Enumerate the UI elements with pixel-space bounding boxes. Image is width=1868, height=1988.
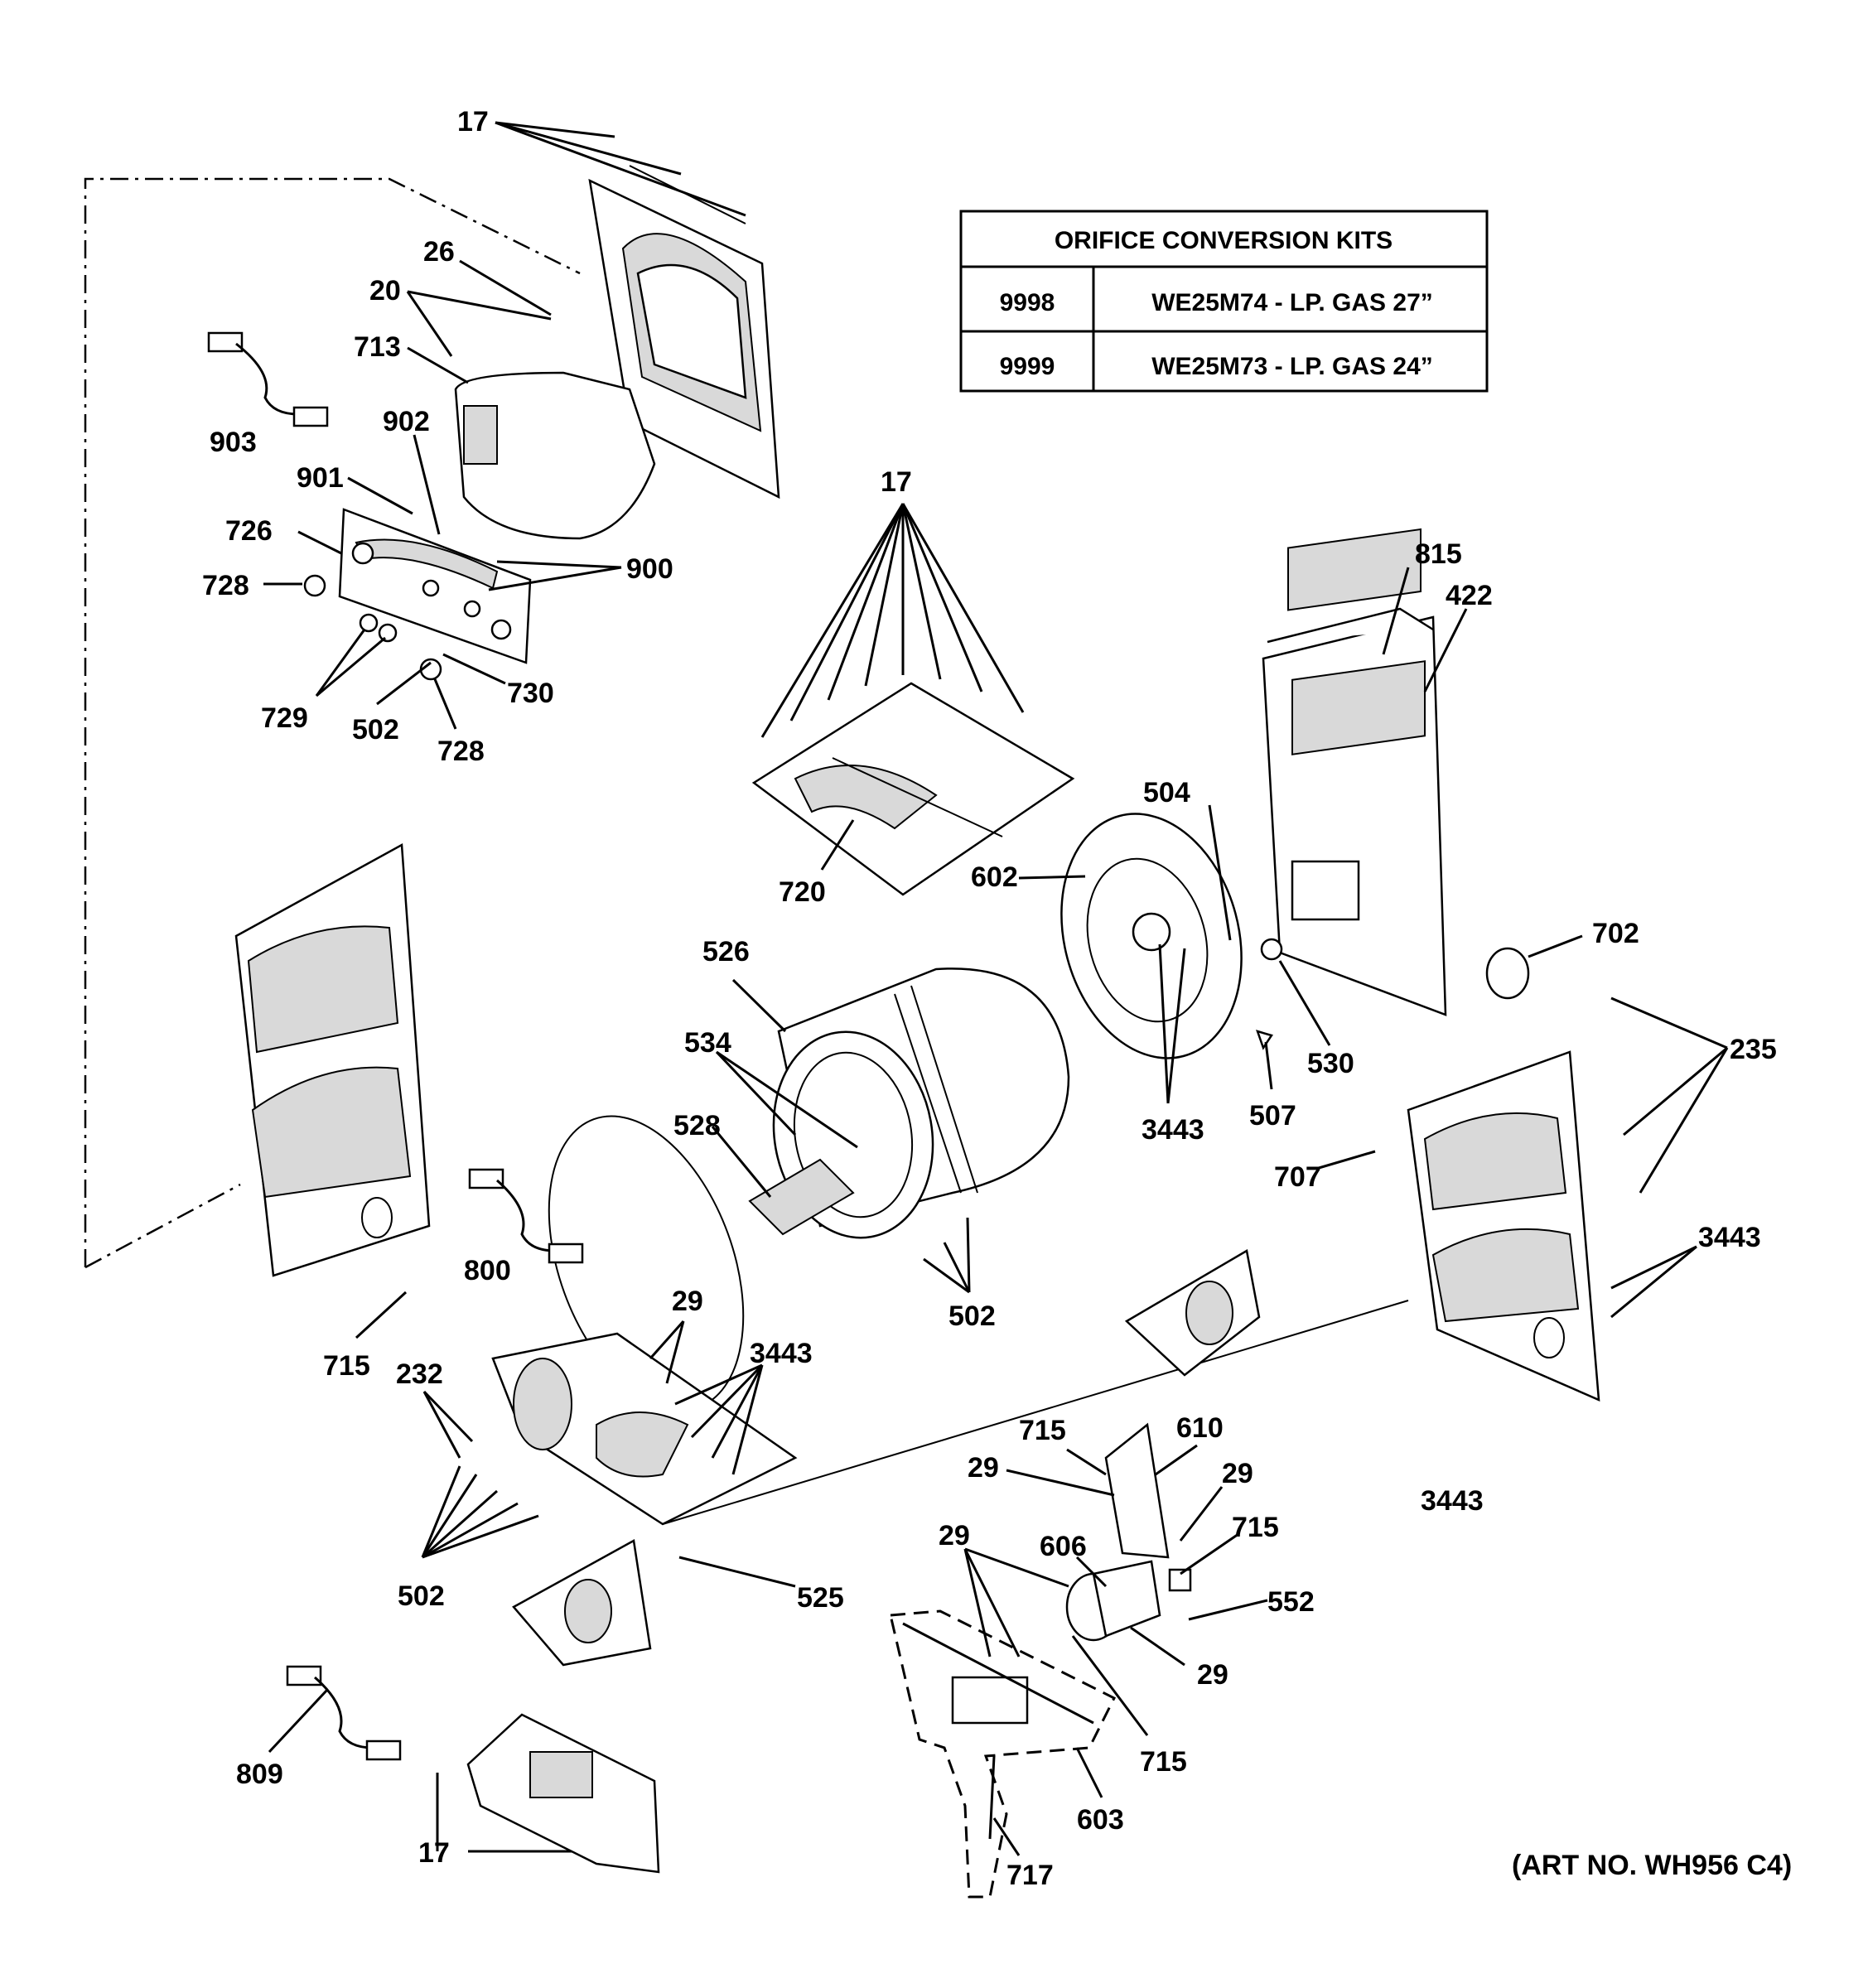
callout-232: 232 bbox=[396, 1358, 443, 1390]
callout-717: 717 bbox=[1006, 1860, 1054, 1891]
table-title: ORIFICE CONVERSION KITS bbox=[1055, 227, 1393, 254]
callout-26: 26 bbox=[423, 236, 455, 268]
boundary-lines bbox=[84, 177, 581, 1269]
callout-422: 422 bbox=[1446, 580, 1493, 611]
callout-528: 528 bbox=[673, 1110, 721, 1141]
callout-603: 603 bbox=[1077, 1804, 1124, 1836]
rear-panel bbox=[1262, 528, 1447, 1016]
drum bbox=[748, 967, 1070, 1239]
leader-lines bbox=[263, 121, 1729, 1856]
rear-bulkhead bbox=[1060, 813, 1243, 1059]
base-assembly bbox=[491, 1300, 1409, 1526]
art-number: (ART NO. WH956 C4) bbox=[1512, 1850, 1792, 1881]
callout-602: 602 bbox=[971, 861, 1018, 893]
callout-715: 715 bbox=[1232, 1512, 1279, 1543]
callout-707: 707 bbox=[1274, 1161, 1321, 1193]
callout-17: 17 bbox=[881, 466, 912, 498]
callout-901: 901 bbox=[297, 462, 344, 494]
top-panel bbox=[751, 682, 1075, 896]
callout-17: 17 bbox=[457, 106, 489, 138]
callout-29: 29 bbox=[968, 1452, 999, 1484]
callout-20: 20 bbox=[369, 275, 401, 306]
callout-713: 713 bbox=[354, 331, 401, 363]
front-bracket-right bbox=[1124, 1249, 1261, 1377]
gas-valve-assembly bbox=[889, 1609, 1117, 1899]
right-side-panel bbox=[1407, 1050, 1600, 1402]
burner-tube bbox=[1065, 1560, 1161, 1642]
callout-507: 507 bbox=[1249, 1100, 1296, 1132]
callout-526: 526 bbox=[702, 936, 750, 967]
callout-815: 815 bbox=[1415, 538, 1462, 570]
callout-715: 715 bbox=[1019, 1415, 1066, 1446]
callout-702: 702 bbox=[1592, 918, 1639, 949]
callout-610: 610 bbox=[1176, 1412, 1224, 1444]
callout-3443: 3443 bbox=[1698, 1222, 1761, 1253]
callout-29: 29 bbox=[672, 1286, 703, 1317]
callout-730: 730 bbox=[507, 678, 554, 709]
table-row-description: WE25M74 - LP. GAS 27” bbox=[1151, 289, 1433, 316]
callout-809: 809 bbox=[236, 1759, 283, 1790]
wire-harnesses bbox=[207, 331, 584, 1761]
callout-235: 235 bbox=[1730, 1034, 1777, 1065]
callout-502: 502 bbox=[948, 1300, 996, 1332]
callout-29: 29 bbox=[939, 1520, 970, 1551]
callout-3443: 3443 bbox=[1142, 1114, 1204, 1146]
door-panel bbox=[454, 371, 656, 540]
control-board bbox=[466, 1713, 660, 1874]
callout-900: 900 bbox=[626, 553, 673, 585]
callout-903: 903 bbox=[210, 427, 257, 458]
callout-715: 715 bbox=[323, 1350, 370, 1382]
callout-552: 552 bbox=[1267, 1586, 1315, 1618]
left-side-panel bbox=[234, 842, 431, 1277]
callout-715: 715 bbox=[1140, 1746, 1187, 1778]
callout-728: 728 bbox=[437, 736, 485, 767]
burner-bracket bbox=[1104, 1422, 1170, 1559]
callout-729: 729 bbox=[261, 702, 308, 734]
table-row-description: WE25M73 - LP. GAS 24” bbox=[1151, 353, 1433, 380]
callout-720: 720 bbox=[779, 876, 826, 908]
callout-534: 534 bbox=[684, 1027, 731, 1059]
callout-902: 902 bbox=[383, 406, 430, 437]
callout-504: 504 bbox=[1143, 777, 1190, 808]
table-row-number: 9998 bbox=[1000, 289, 1055, 316]
control-console bbox=[303, 508, 532, 681]
front-bracket-left bbox=[512, 1539, 652, 1667]
callout-3443: 3443 bbox=[1421, 1485, 1484, 1517]
callout-525: 525 bbox=[797, 1582, 844, 1614]
callout-17: 17 bbox=[418, 1837, 450, 1869]
callout-29: 29 bbox=[1197, 1659, 1228, 1691]
callout-502: 502 bbox=[398, 1580, 445, 1612]
table-row-number: 9999 bbox=[1000, 353, 1055, 380]
callout-800: 800 bbox=[464, 1255, 511, 1286]
callout-726: 726 bbox=[225, 515, 273, 547]
callout-3443: 3443 bbox=[750, 1338, 813, 1369]
callout-606: 606 bbox=[1040, 1531, 1087, 1562]
small-parts bbox=[1168, 938, 1530, 1592]
callout-530: 530 bbox=[1307, 1048, 1354, 1079]
callout-29: 29 bbox=[1222, 1458, 1253, 1489]
callout-502: 502 bbox=[352, 714, 399, 746]
callout-labels: 17 26 20 713 903 902 901 726 728 900 729… bbox=[202, 106, 1792, 1891]
callout-728: 728 bbox=[202, 570, 249, 601]
orifice-kit-table: ORIFICE CONVERSION KITS 9998 WE25M74 - L… bbox=[959, 210, 1489, 393]
